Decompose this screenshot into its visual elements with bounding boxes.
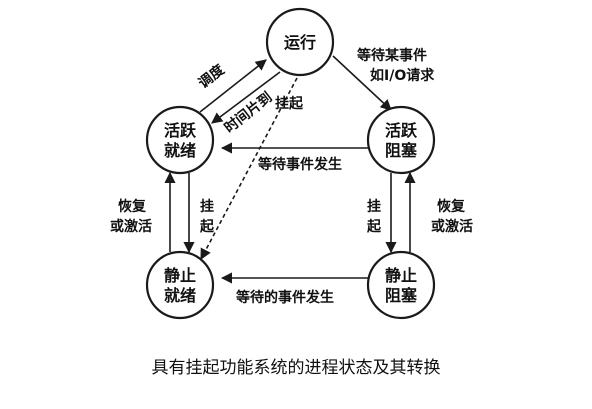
label-event-occurs-active: 等待事件发生 [258, 156, 342, 173]
label-wait-io-1: 等待某事件 [357, 47, 427, 64]
edge-wait-io [332, 55, 392, 111]
label-suspend-right-2: 起 [366, 218, 382, 235]
node-static-blocked: 静止 阻塞 [366, 250, 436, 320]
node-running: 运行 [265, 7, 335, 77]
label-restore-left-1: 恢复 [118, 198, 147, 215]
node-active-ready: 活跃 就绪 [145, 105, 215, 175]
svg-text:活跃: 活跃 [164, 121, 197, 140]
svg-text:静止: 静止 [385, 266, 417, 285]
label-restore-right-2: 或激活 [431, 218, 473, 235]
edge-schedule [199, 59, 267, 113]
edge-time-slice [211, 71, 281, 124]
svg-text:阻塞: 阻塞 [385, 286, 418, 305]
label-event-occurs-static: 等待的事件发生 [236, 289, 334, 306]
svg-text:运行: 运行 [284, 33, 316, 52]
svg-text:就绪: 就绪 [164, 286, 196, 305]
svg-text:活跃: 活跃 [385, 121, 418, 140]
label-schedule: 调度 [195, 60, 228, 91]
node-static-ready: 静止 就绪 [145, 250, 215, 320]
label-suspend-left-2: 起 [199, 218, 215, 235]
node-active-blocked: 活跃 阻塞 [366, 105, 436, 175]
label-restore-left-2: 或激活 [110, 218, 152, 235]
label-wait-io-2: 如I/O请求 [370, 67, 435, 84]
svg-text:静止: 静止 [164, 266, 196, 285]
figure-caption: 具有挂起功能系统的进程状态及其转换 [151, 358, 441, 378]
svg-text:就绪: 就绪 [164, 141, 196, 160]
label-suspend-running: 挂起 [275, 95, 304, 112]
label-suspend-left-1: 挂 [200, 198, 214, 215]
edge-suspend-running [200, 77, 298, 260]
svg-text:阻塞: 阻塞 [385, 141, 418, 160]
label-suspend-right-1: 挂 [367, 198, 381, 215]
label-restore-right-1: 恢复 [437, 198, 466, 215]
